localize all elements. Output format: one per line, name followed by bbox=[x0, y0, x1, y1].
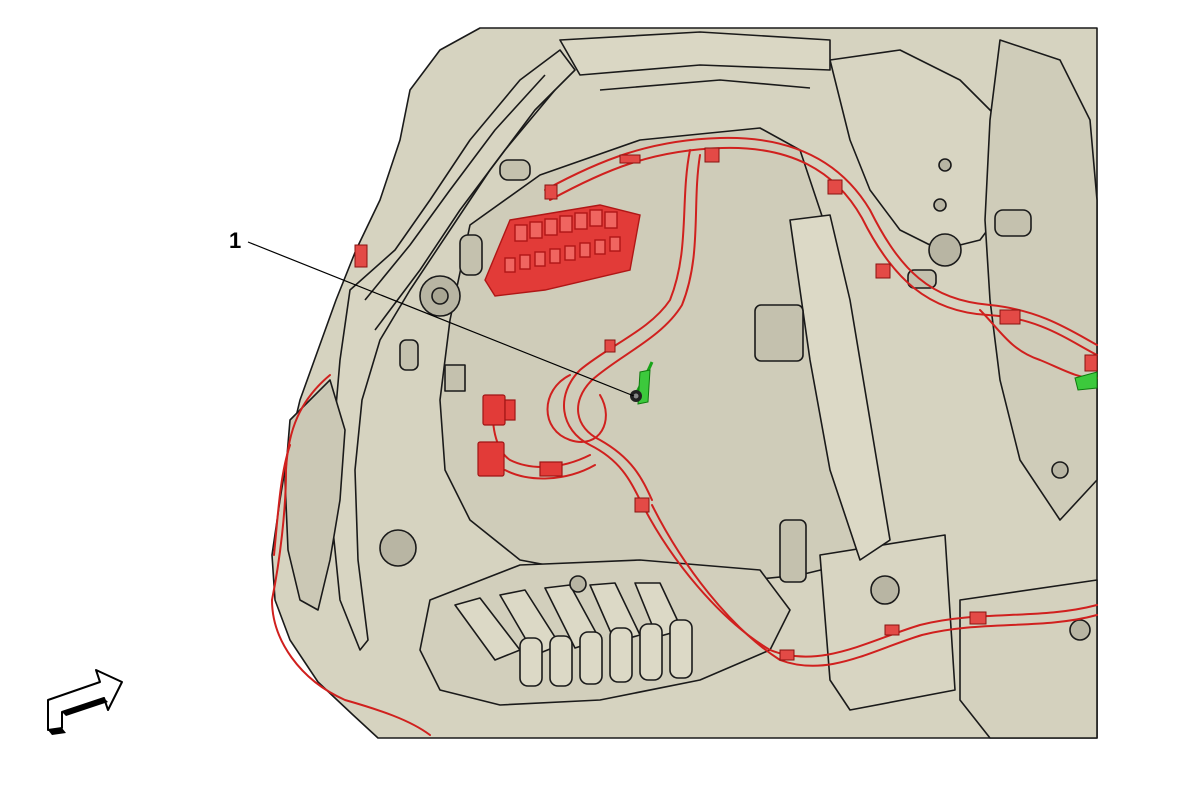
harness-clips bbox=[354, 147, 1098, 661]
left-fender bbox=[284, 379, 346, 611]
right-bracket bbox=[829, 49, 1011, 251]
harness-side-right bbox=[979, 309, 1098, 380]
connectors-left bbox=[477, 394, 563, 477]
inner-rail bbox=[789, 214, 891, 561]
body-structure bbox=[271, 27, 1098, 739]
fuse-block-icon bbox=[484, 204, 641, 297]
harness-lower-b bbox=[651, 504, 1098, 667]
harness-drop-2 bbox=[577, 154, 701, 501]
wiring-harness bbox=[271, 136, 1098, 736]
harness-left-branch-b bbox=[504, 464, 596, 480]
slots bbox=[399, 159, 1032, 583]
callout-leader-line bbox=[247, 241, 635, 397]
floor-ribs bbox=[454, 582, 693, 687]
ground-terminal-icon bbox=[630, 361, 654, 405]
mounting-holes bbox=[379, 158, 1091, 641]
lower-right-floor bbox=[959, 579, 1098, 739]
view-direction-arrow-icon bbox=[47, 669, 123, 735]
harness-fender-edge bbox=[271, 374, 431, 736]
right-rear-panel bbox=[984, 39, 1098, 521]
callout-label-1: 1 bbox=[229, 228, 241, 253]
harness-upper-main bbox=[544, 136, 1098, 346]
top-rail bbox=[559, 31, 831, 76]
lower-right-bracket bbox=[819, 534, 956, 711]
pillar-edge-1 bbox=[364, 74, 546, 301]
left-pillar bbox=[331, 49, 576, 651]
pillar-edge-2 bbox=[374, 89, 556, 331]
callout-1: 1 bbox=[229, 228, 635, 397]
harness-fender-edge-b bbox=[273, 444, 291, 556]
harness-drop-1 bbox=[563, 149, 691, 501]
harness-lower bbox=[639, 499, 1098, 658]
ground-terminal-right bbox=[1074, 371, 1098, 391]
harness-loop bbox=[546, 374, 607, 443]
top-rail-2 bbox=[599, 79, 811, 91]
